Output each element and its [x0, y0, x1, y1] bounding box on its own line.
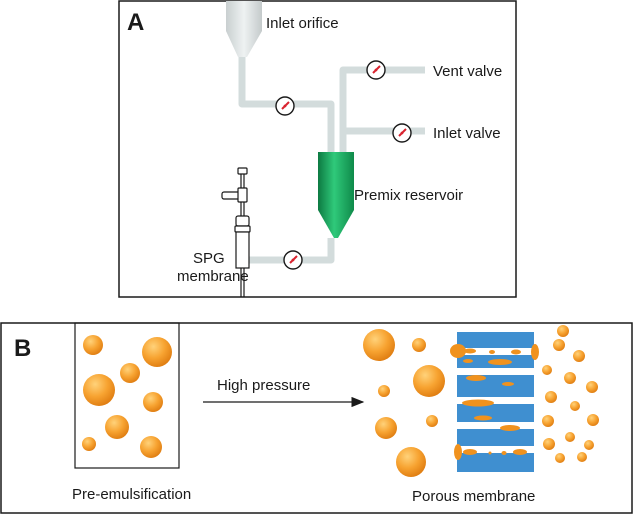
droplet: [543, 438, 555, 450]
droplet: [396, 447, 426, 477]
droplet: [587, 414, 599, 426]
droplet: [542, 415, 554, 427]
panel-a: A Inlet orifice Premix reservoir Vent va…: [118, 0, 517, 298]
droplet: [140, 436, 162, 458]
label-inlet-valve: Inlet valve: [433, 125, 501, 142]
spg-membrane-module: [221, 167, 251, 297]
droplet: [545, 391, 557, 403]
pre-emulsion-box: [74, 322, 180, 469]
pipe-outlet: [249, 238, 335, 264]
droplet: [586, 381, 598, 393]
pressure-gauge-icon: [283, 250, 303, 270]
small-droplets: [542, 325, 599, 463]
droplet: [553, 339, 565, 351]
droplet: [375, 417, 397, 439]
droplet: [577, 452, 587, 462]
pressure-gauge-icon: [392, 123, 412, 143]
inlet-orifice: [226, 1, 262, 57]
panel-a-letter: A: [127, 9, 144, 36]
droplet: [557, 325, 569, 337]
label-pre-emulsification: Pre-emulsification: [72, 486, 191, 503]
large-droplets: [363, 329, 445, 477]
droplet: [83, 374, 115, 406]
droplet: [412, 338, 426, 352]
droplet: [570, 401, 580, 411]
droplet: [363, 329, 395, 361]
droplet: [564, 372, 576, 384]
droplet: [83, 335, 103, 355]
droplet: [413, 365, 445, 397]
droplet: [120, 363, 140, 383]
panel-a-frame: [118, 0, 517, 298]
droplet: [555, 453, 565, 463]
droplet: [142, 337, 172, 367]
droplet: [378, 385, 390, 397]
droplet: [143, 392, 163, 412]
pipe-vent: [339, 66, 425, 152]
label-high-pressure: High pressure: [217, 377, 310, 394]
pressure-gauge-icon: [275, 96, 295, 116]
droplet: [105, 415, 129, 439]
panel-b: B Pre-emulsification High pressure: [0, 322, 633, 514]
premix-reservoir: [318, 152, 354, 238]
porous-membrane: [450, 332, 539, 472]
pre-emulsion-droplets: [82, 335, 172, 458]
droplet: [565, 432, 575, 442]
panel-b-letter: B: [14, 335, 31, 362]
droplet: [426, 415, 438, 427]
label-spg-line2: membrane: [177, 268, 249, 285]
label-spg-line1: SPG: [193, 250, 225, 267]
droplet: [82, 437, 96, 451]
label-porous-membrane: Porous membrane: [412, 488, 535, 505]
membrane-droplets: [450, 344, 539, 460]
pressure-gauge-icon: [366, 60, 386, 80]
panel-b-frame: [0, 322, 633, 514]
label-premix-reservoir: Premix reservoir: [354, 187, 463, 204]
droplet: [542, 365, 552, 375]
droplet: [573, 350, 585, 362]
droplet: [584, 440, 594, 450]
label-vent-valve: Vent valve: [433, 63, 502, 80]
label-inlet-orifice: Inlet orifice: [266, 15, 339, 32]
